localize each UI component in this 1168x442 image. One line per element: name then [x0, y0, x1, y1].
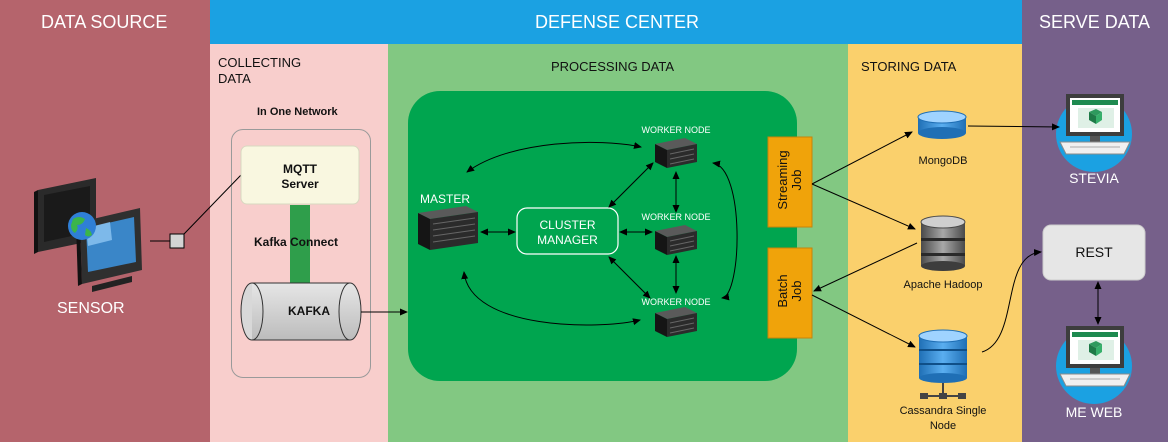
- mqtt-label-line2: Server: [281, 177, 319, 191]
- worker-node-2-label: WORKER NODE: [641, 212, 711, 222]
- streaming-job-line1: Streaming: [775, 150, 790, 210]
- cluster-manager-line2: MANAGER: [537, 233, 598, 247]
- serve-data-title: SERVE DATA: [1039, 12, 1151, 32]
- master-server-icon: [418, 206, 478, 250]
- worker-node-2-icon: [654, 224, 698, 256]
- cassandra-label-line1: Cassandra Single: [899, 405, 987, 417]
- kafka-label: KAFKA: [288, 304, 330, 318]
- streaming-job-box: [767, 136, 813, 228]
- mongodb-icon: [917, 110, 967, 139]
- cluster-manager-line1: CLUSTER: [539, 218, 596, 232]
- worker-node-3-icon: [654, 306, 698, 338]
- worker-node-1-label: WORKER NODE: [641, 125, 711, 135]
- connector-square: [169, 233, 185, 249]
- defense-center-header: [210, 0, 1022, 44]
- cassandra-label-line2: Node: [929, 420, 957, 432]
- processing-title: PROCESSING DATA: [551, 59, 675, 74]
- worker-node-1-icon: [654, 137, 698, 169]
- mqtt-label-line1: MQTT: [283, 162, 317, 176]
- streaming-job-line2: Job: [789, 169, 804, 191]
- defense-center-title: DEFENSE CENTER: [535, 12, 700, 32]
- collecting-title-line2: DATA: [218, 71, 251, 86]
- mongodb-label: MongoDB: [918, 155, 968, 167]
- rest-label: REST: [1075, 244, 1113, 260]
- worker-node-3-label: WORKER NODE: [641, 297, 711, 307]
- stevia-label: STEVIA: [1069, 170, 1119, 186]
- stevia-computer-icon: [1055, 93, 1133, 173]
- network-label: In One Network: [257, 106, 338, 118]
- me-web-label: ME WEB: [1065, 404, 1123, 420]
- kafka-connect-label: Kafka Connect: [254, 235, 339, 249]
- storing-title: STORING DATA: [861, 59, 957, 74]
- me-web-computer-icon: [1055, 325, 1133, 405]
- batch-job-box: [767, 247, 813, 339]
- batch-job-label: Batch Job: [775, 246, 804, 336]
- sensor-label: SENSOR: [57, 300, 125, 317]
- data-source-title: DATA SOURCE: [41, 12, 168, 32]
- batch-job-line1: Batch: [775, 274, 790, 308]
- cassandra-icon: [918, 329, 968, 399]
- mqtt-server-box: [240, 145, 360, 205]
- sensor-computers-icon: [34, 178, 142, 292]
- rest-box: [1042, 224, 1146, 281]
- collecting-title-line1: COLLECTING: [218, 55, 302, 70]
- batch-job-line2: Job: [789, 280, 804, 302]
- master-label: MASTER: [420, 192, 471, 206]
- kafka-cylinder: [240, 282, 362, 341]
- kafka-connect-bar: [290, 205, 310, 285]
- hadoop-icon: [920, 215, 966, 271]
- cluster-manager-box: [516, 207, 619, 255]
- streaming-job-label: Streaming Job: [775, 135, 804, 225]
- hadoop-label: Apache Hadoop: [903, 279, 983, 291]
- network-group-box: [231, 129, 371, 378]
